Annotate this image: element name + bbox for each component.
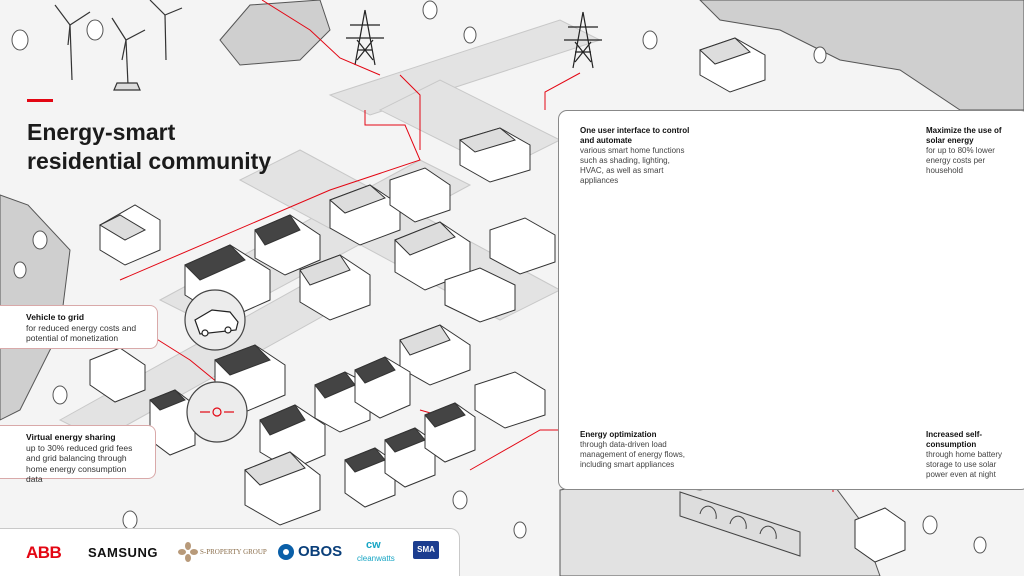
panel-solar-text: Maximize the use of solar energy for up … [926, 126, 1016, 176]
panel-body: through home battery storage to use sola… [926, 450, 1003, 479]
cleanwatts-logo: cleanwatts [357, 554, 395, 563]
samsung-logo: SAMSUNG [88, 545, 158, 560]
abb-logo: ABB [26, 543, 62, 562]
callout-body: for reduced energy costs and potential o… [26, 322, 137, 344]
panel-heading: Maximize the use of solar energy [926, 126, 1002, 145]
obos-icon [276, 542, 296, 567]
callout-vehicle-to-grid: Vehicle to grid for reduced energy costs… [0, 305, 158, 349]
s-property-icon [178, 542, 198, 562]
title-line-1: Energy-smart [27, 119, 176, 145]
panel-heading: Increased self-consumption [926, 430, 983, 449]
power-pylon-icon [346, 9, 602, 69]
panel-heading: Energy optimization [580, 430, 657, 439]
cleanwatts-icon: cw [366, 539, 381, 551]
s-property-logo [178, 542, 198, 567]
partner-logos-bar: ABB SAMSUNG S-PROPERTY GROUP OBOS cw cle… [0, 528, 460, 576]
callout-heading: Vehicle to grid [26, 312, 85, 322]
wind-turbine-icon [54, 0, 183, 91]
panel-body: various smart home functions such as sha… [580, 146, 685, 185]
panel-consumption-text: Increased self-consumption through home … [926, 430, 1016, 480]
s-property-name: S-PROPERTY GROUP [200, 548, 267, 556]
callout-virtual-energy-sharing: Virtual energy sharing up to 30% reduced… [0, 425, 156, 484]
panel-body: through data-driven load management of e… [580, 440, 685, 469]
callout-heading: Virtual energy sharing [26, 432, 116, 442]
callout-body: up to 30% reduced grid fees and grid bal… [26, 442, 133, 485]
smart-home-panel [558, 110, 1024, 490]
title-line-2: residential community [27, 148, 272, 174]
title-accent-bar [27, 99, 53, 102]
obos-logo: OBOS [298, 543, 343, 560]
panel-optimization-text: Energy optimization through data-driven … [580, 430, 690, 470]
panel-body: for up to 80% lower energy costs per hou… [926, 146, 995, 175]
house-icon [89, 37, 906, 563]
sma-logo: SMA [413, 541, 439, 559]
page-title: Energy-smart residential community [27, 118, 357, 176]
panel-heading: One user interface to control and automa… [580, 126, 690, 145]
car-icon [194, 309, 239, 337]
panel-interface-text: One user interface to control and automa… [580, 126, 690, 186]
bridge-icon [679, 491, 801, 557]
